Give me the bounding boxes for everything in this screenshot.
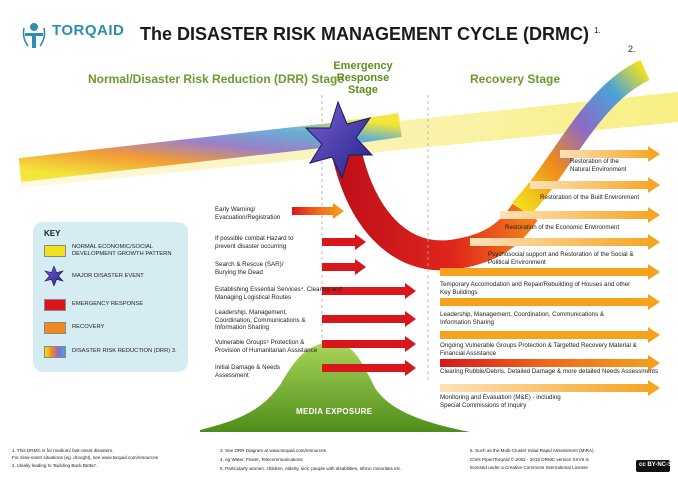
key-label-recovery: RECOVERY bbox=[72, 324, 105, 330]
recovery-item-clearing-rubble: Clearing Rubble/Debris, Detailed Damage … bbox=[440, 368, 659, 375]
footnote-5: 5. Particularly women, children, elderly… bbox=[220, 466, 402, 471]
recovery-item-vulnerable-groups: Ongoing Vulnerable Groups Protection & T… bbox=[440, 342, 637, 357]
recovery-item-leadership: Leadership, Management, Coordination, Co… bbox=[440, 311, 605, 326]
emergency-item-leadership: Leadership, Management, Coordination, Co… bbox=[215, 309, 306, 331]
recovery-arrows bbox=[440, 146, 660, 396]
footnote-4: 4. eg Water, Power, Telecommunications bbox=[220, 457, 303, 462]
media-exposure-shape bbox=[200, 341, 470, 432]
footnote-6: 6. Such as the Multi-Cluster Initial Rap… bbox=[470, 448, 594, 453]
corner-footnote-mark: 2. bbox=[628, 44, 636, 54]
stage-label-recovery: Recovery Stage bbox=[470, 72, 561, 86]
copyright-line2: licensed under a Creative Commons Intern… bbox=[470, 465, 588, 470]
key-label-emergency: EMERGENCY RESPONSE bbox=[72, 301, 144, 307]
emergency-item-damage-assessment: Initial Damage & Needs Assessment bbox=[215, 364, 281, 379]
license-badge[interactable] bbox=[636, 460, 670, 472]
recovery-item-temporary-accommodation: Temporary Accomodation and Repair/Rebuil… bbox=[440, 281, 631, 296]
footnote-3: 3. See DRR Diagram at www.torqaid.com/re… bbox=[220, 448, 326, 453]
license-badge-text: cc BY-NC-SA bbox=[639, 462, 677, 468]
footnote-1-line1: 1. This DRMC is for medium/ fast-onset d… bbox=[12, 448, 114, 453]
emergency-item-early-warning: Early Warning/ Evacuation/Registration bbox=[215, 206, 281, 221]
page-title: The DISASTER RISK MANAGEMENT CYCLE (DRMC… bbox=[140, 24, 601, 45]
torqaid-logo-icon bbox=[22, 23, 46, 48]
footnote-2: 2. Ideally leading to 'Building Back Bet… bbox=[12, 463, 98, 468]
stage-label-emergency: Emergency Response Stage bbox=[333, 60, 393, 96]
logo-text: TORQAID bbox=[52, 22, 125, 39]
emergency-swoosh bbox=[330, 141, 538, 271]
key-swatch-growth bbox=[44, 245, 66, 257]
recovery-item-built-environment: Restoration of the Built Environment bbox=[540, 194, 640, 201]
key-label-growth: NORMAL ECONOMIC/SOCIAL DEVELOPMENT GROWT… bbox=[72, 244, 172, 257]
key-star-icon bbox=[44, 266, 64, 286]
recovery-item-psychosocial: Psychosocial support and Restoration of … bbox=[488, 251, 634, 266]
stage-label-reduction: Normal/Disaster Risk Reduction (DRR) Sta… bbox=[88, 72, 345, 86]
emergency-item-search-rescue: Search & Rescue (SAR)/ Burying the Dead bbox=[215, 261, 284, 276]
recovery-item-economic-environment: Restoration of the Economic Environment bbox=[505, 224, 620, 231]
recovery-item-natural-environment: Restoration of the Natural Environment bbox=[570, 158, 627, 173]
key-swatch-recovery bbox=[44, 322, 66, 334]
emergency-item-essential-services: Establishing Essential Services⁴. Cleari… bbox=[215, 286, 342, 301]
footnote-1-line2: For slow-onset situations (eg. drought),… bbox=[12, 455, 159, 460]
key-title: KEY bbox=[44, 229, 61, 238]
recovery-item-monitoring: Monitoring and Evaluation (M&E) - includ… bbox=[440, 394, 561, 409]
title-footnote-mark: 1. bbox=[594, 26, 601, 35]
emergency-item-combat-hazard: If possible combat Hazard to prevent dis… bbox=[215, 235, 294, 250]
title-text: The DISASTER RISK MANAGEMENT CYCLE (DRMC… bbox=[140, 24, 589, 44]
emergency-item-vulnerable-groups: Vulnerable Groups⁵ Protection & Provisio… bbox=[215, 339, 318, 354]
key-swatch-drr bbox=[44, 346, 66, 358]
copyright-line1: Chris Piper/TorqAid © 2002 - 2016 DRMC v… bbox=[470, 457, 589, 462]
media-exposure-label: MEDIA EXPOSURE bbox=[296, 407, 373, 416]
key-label-drr: DISASTER RISK REDUCTION (DRR) 3. bbox=[72, 348, 177, 354]
key-label-disaster: MAJOR DISASTER EVENT bbox=[72, 273, 144, 279]
disaster-star bbox=[304, 100, 374, 180]
key-swatch-emergency bbox=[44, 299, 66, 311]
emergency-arrows bbox=[292, 203, 416, 376]
